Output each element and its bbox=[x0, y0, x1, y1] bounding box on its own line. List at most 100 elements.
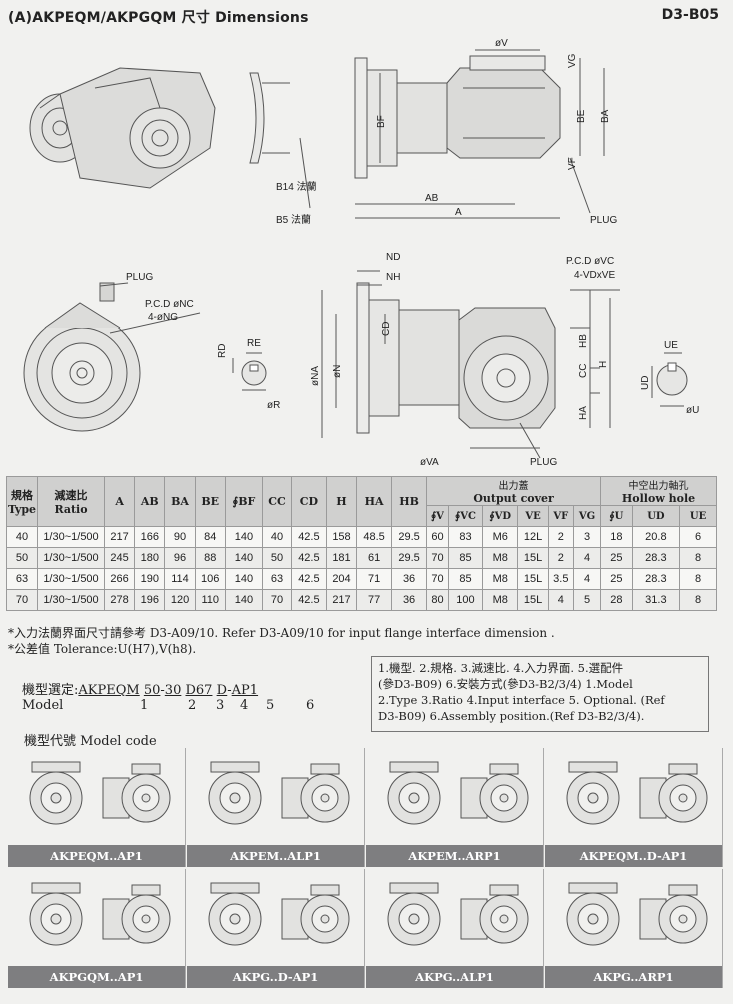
dim-RE: RE bbox=[247, 338, 261, 349]
table-cell: 120 bbox=[164, 589, 196, 611]
dim-UE: UE bbox=[664, 340, 678, 351]
gearbox-illustration bbox=[566, 882, 708, 946]
table-cell: 140 bbox=[224, 589, 264, 611]
dim-ND: ND bbox=[386, 252, 400, 263]
table-cell: 4 bbox=[573, 568, 602, 590]
dim-phiR: øR bbox=[267, 400, 280, 411]
table-cell: 48.5 bbox=[356, 526, 393, 548]
model-part-3: 30 bbox=[164, 683, 182, 698]
table-cell: 15L bbox=[517, 589, 549, 611]
table-cell: 166 bbox=[134, 526, 166, 548]
table-cell: 8 bbox=[679, 568, 717, 590]
dim-CD: CD bbox=[381, 322, 392, 336]
dim-H: H bbox=[598, 361, 609, 368]
table-cell: 83 bbox=[447, 526, 484, 548]
dim-pcd-nc: P.C.D øNC bbox=[145, 299, 194, 310]
model-code-cell: AKPG..ARP1 bbox=[545, 869, 723, 988]
dim-phiNA: øNA bbox=[310, 366, 321, 386]
model-code-example: 機型選定:AKPEQM 50-30 D67 D-AP1 bbox=[22, 683, 259, 698]
gearbox-illustration bbox=[387, 761, 529, 825]
table-cell: 96 bbox=[164, 547, 196, 569]
table-cell: 2 bbox=[547, 547, 575, 569]
table-cell: 42.5 bbox=[290, 547, 327, 569]
table-cell: 100 bbox=[447, 589, 484, 611]
dim-pcd-vc: P.C.D øVC bbox=[566, 256, 614, 267]
dim-RD: RD bbox=[217, 344, 228, 358]
note-input-flange: *入力法蘭界面尺寸請參考 D3-A09/10. Refer D3-A09/10 … bbox=[8, 626, 555, 640]
table-cell: 61 bbox=[356, 547, 393, 569]
model-code-title: 機型代號 Model code bbox=[24, 734, 157, 749]
table-cell: 63 bbox=[6, 568, 38, 590]
table-cell: 3.5 bbox=[547, 568, 575, 590]
dim-phiU: øU bbox=[686, 405, 699, 416]
table-cell: 85 bbox=[447, 568, 484, 590]
model-code-cell: AKPG..D-AP1 bbox=[187, 869, 365, 988]
gearbox-illustration bbox=[566, 761, 708, 825]
table-cell: 4 bbox=[573, 547, 602, 569]
table-cell: 106 bbox=[194, 568, 226, 590]
dim-phiVA: øVA bbox=[420, 457, 439, 468]
table-cell: 18 bbox=[600, 526, 633, 548]
dim-AB: AB bbox=[425, 193, 439, 204]
plug-label-top: PLUG bbox=[590, 215, 617, 226]
model-code-cell: AKPGQM..AP1 bbox=[8, 869, 186, 988]
page-code: D3-B05 bbox=[661, 7, 719, 23]
table-cell: 29.5 bbox=[391, 526, 428, 548]
model-code-cell: AKPG..ALP1 bbox=[366, 869, 544, 988]
table-cell: 70 bbox=[262, 589, 292, 611]
table-cell: 36 bbox=[391, 589, 428, 611]
col-BF: ∮BF bbox=[224, 476, 264, 527]
table-cell: 80 bbox=[426, 589, 449, 611]
table-cell: 8 bbox=[679, 547, 717, 569]
table-cell: 50 bbox=[262, 547, 292, 569]
table-cell: 6 bbox=[679, 526, 717, 548]
model-code-label: AKPEQM..D-AP1 bbox=[545, 845, 722, 867]
table-cell: 266 bbox=[103, 568, 136, 590]
col-U: ∮U bbox=[600, 505, 633, 527]
table-cell: 278 bbox=[103, 589, 136, 611]
table-cell: 140 bbox=[224, 547, 264, 569]
model-code-label: AKPGQM..AP1 bbox=[8, 966, 185, 988]
table-cell: 1/30~1/500 bbox=[37, 568, 105, 590]
table-cell: 15L bbox=[517, 568, 549, 590]
table-cell: 1/30~1/500 bbox=[37, 589, 105, 611]
model-explanation-box: 1.機型. 2.規格. 3.減速比. 4.入力界面. 5.選配件 (參D3-B0… bbox=[371, 656, 709, 732]
table-cell: 114 bbox=[164, 568, 196, 590]
dim-phiV: øV bbox=[495, 38, 508, 49]
dim-UD: UD bbox=[640, 376, 651, 390]
table-cell: 12L bbox=[517, 526, 549, 548]
model-code-label: AKPEM..ARP1 bbox=[366, 845, 543, 867]
table-cell: 217 bbox=[325, 589, 358, 611]
table-cell: 140 bbox=[224, 568, 264, 590]
table-cell: 217 bbox=[103, 526, 136, 548]
model-part-5: D bbox=[216, 683, 228, 698]
table-cell: 1/30~1/500 bbox=[37, 547, 105, 569]
table-cell: 77 bbox=[356, 589, 393, 611]
table-cell: 28.3 bbox=[631, 547, 681, 569]
col-UD: UD bbox=[631, 505, 681, 527]
dim-vdxve: 4-VDxVE bbox=[574, 270, 615, 281]
col-H: H bbox=[325, 476, 358, 527]
col-BA: BA bbox=[164, 476, 196, 527]
table-cell: 158 bbox=[325, 526, 358, 548]
dim-BE: BE bbox=[576, 109, 587, 123]
col-V: ∮V bbox=[426, 505, 449, 527]
col-HB: HB bbox=[391, 476, 428, 527]
note-tolerance: *公差值 Tolerance:U(H7),V(h8). bbox=[8, 642, 197, 656]
table-cell: M8 bbox=[482, 568, 519, 590]
table-cell: 29.5 bbox=[391, 547, 428, 569]
table-cell: 15L bbox=[517, 547, 549, 569]
model-code-label: AKPG..ALP1 bbox=[366, 966, 543, 988]
col-UE: UE bbox=[679, 505, 717, 527]
table-cell: 28 bbox=[600, 589, 633, 611]
model-part-4: D67 bbox=[185, 683, 213, 698]
table-cell: 42.5 bbox=[290, 526, 327, 548]
page-title: (A)AKPEQM/AKPGQM 尺寸 Dimensions bbox=[8, 10, 309, 26]
model-code-label: AKPG..D-AP1 bbox=[187, 966, 364, 988]
table-cell: 3 bbox=[573, 526, 602, 548]
table-cell: 8 bbox=[679, 589, 717, 611]
